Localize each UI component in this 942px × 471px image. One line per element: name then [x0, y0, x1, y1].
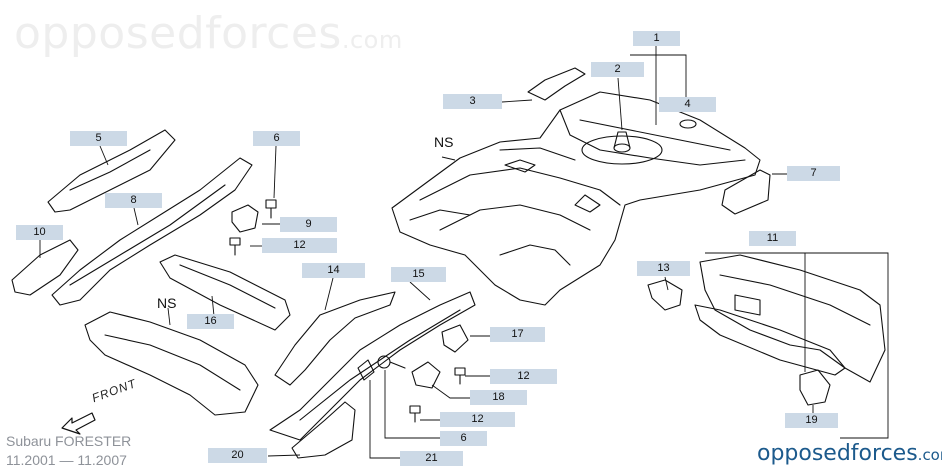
part-20-bracket [291, 401, 356, 459]
leader-lines [39, 46, 889, 459]
callout-8: 8 [105, 193, 162, 208]
callout-5: 5 [70, 131, 127, 146]
callout-10: 10 [16, 225, 63, 240]
callout-21: 21 [400, 451, 463, 466]
callout-16: 16 [187, 314, 234, 329]
brand-domain: .com [917, 446, 942, 464]
bolts [229, 199, 466, 423]
callout-1: 1 [633, 31, 680, 46]
callout-15: 15 [391, 267, 446, 282]
callout-9: 9 [280, 217, 337, 232]
ns-lower-member [84, 311, 259, 416]
callout-12a: 12 [262, 238, 337, 253]
callout-13: 13 [637, 261, 690, 276]
part-13-bracket [647, 279, 683, 311]
part-19-bracket [799, 369, 831, 406]
callout-17: 17 [490, 327, 545, 342]
part-11-rail [694, 304, 846, 376]
watermark: opposedforces.com [14, 8, 403, 59]
callout-12c: 12 [440, 412, 515, 427]
callout-7: 7 [787, 166, 840, 181]
part-10-bracket [11, 239, 79, 296]
brand-name: opposedforces [757, 441, 918, 466]
part-8-frame [51, 157, 253, 306]
callout-2: 2 [591, 62, 644, 77]
callout-11: 11 [749, 231, 796, 246]
part-15-frame [269, 291, 476, 441]
part-3-bracket [527, 67, 586, 101]
part-18-bracket [411, 361, 441, 389]
part-5-member [47, 129, 176, 213]
watermark-name: opposedforces [14, 8, 342, 59]
callout-12b: 12 [490, 369, 557, 384]
vehicle-model: Subaru FORESTER [6, 433, 132, 449]
callout-3: 3 [443, 94, 502, 109]
callout-4: 4 [659, 97, 716, 112]
callout-20: 20 [208, 448, 267, 463]
part-4-plug [679, 119, 697, 129]
part-9-bracket [231, 204, 259, 233]
ns-label-floor: NS [434, 134, 454, 150]
brand-logo[interactable]: opposedforces.com [757, 441, 942, 466]
part-7-reinforcement [721, 169, 771, 215]
callout-14: 14 [302, 263, 365, 278]
watermark-domain: .com [341, 26, 403, 54]
callout-19: 19 [785, 413, 838, 428]
callout-18: 18 [470, 390, 527, 405]
part-16-crossmember [159, 254, 291, 331]
part-14-frame [274, 291, 396, 386]
part-11-side-panel [699, 254, 886, 383]
rear-floor-pan [391, 91, 761, 306]
callout-6b: 6 [440, 431, 487, 446]
part-17-bracket [441, 324, 469, 353]
front-arrow [61, 412, 96, 435]
vehicle-dates: 11.2001 — 11.2007 [6, 452, 127, 468]
ns-label-lower: NS [157, 295, 177, 311]
callout-6a: 6 [253, 131, 300, 146]
